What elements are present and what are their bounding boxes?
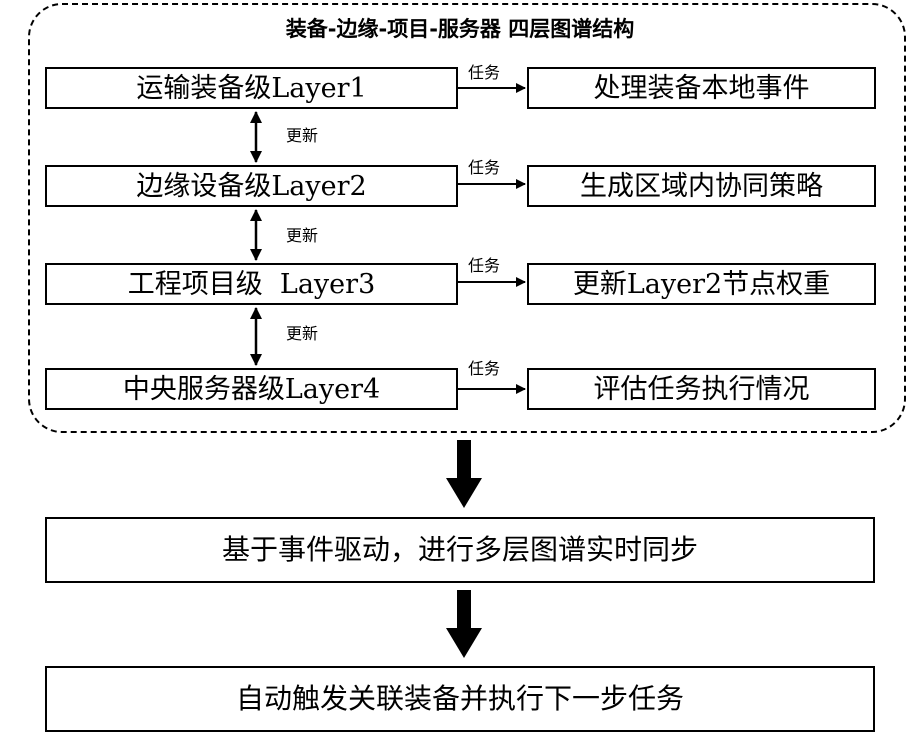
down-arrow-2 [446, 590, 482, 658]
down-arrow-1 [446, 440, 482, 508]
